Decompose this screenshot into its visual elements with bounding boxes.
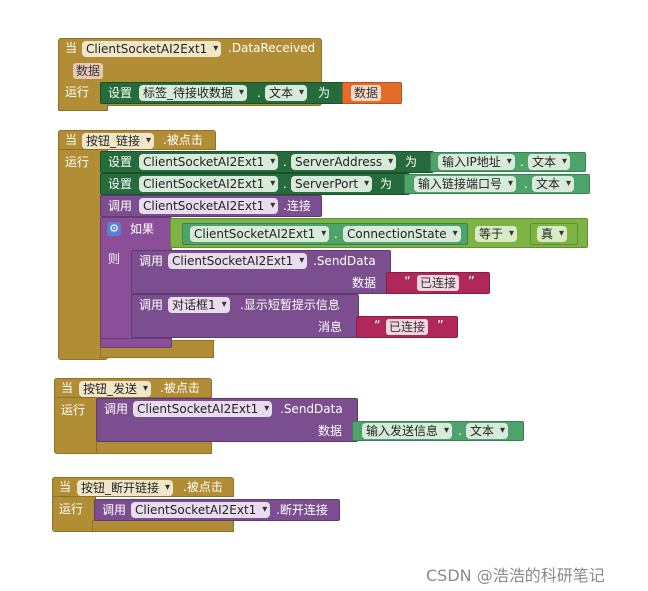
component-dropdown[interactable]: 对话框1 — [168, 297, 230, 313]
event-name: .被点击 — [163, 133, 203, 147]
when-label: 当 — [65, 41, 78, 55]
param-label: 数据 — [318, 424, 343, 438]
event-block-data-received-tail — [58, 99, 108, 111]
component-dropdown[interactable]: ClientSocketAI2Ext1 — [82, 41, 222, 57]
event-name: .DataReceived — [228, 41, 316, 55]
dot-label: . — [524, 177, 528, 191]
method-name: .断开连接 — [276, 503, 328, 517]
source-dropdown[interactable]: 输入链接端口号 — [414, 176, 517, 192]
method-name: .连接 — [283, 199, 311, 213]
text-value[interactable]: 已连接 — [386, 319, 429, 335]
when-label: 当 — [61, 381, 74, 395]
method-name: .SendData — [313, 254, 376, 268]
call-label: 调用 — [108, 199, 133, 213]
dot-label: . — [520, 155, 524, 169]
prop-dropdown[interactable]: 文本 — [265, 85, 308, 101]
prop-dropdown[interactable]: 文本 — [466, 423, 509, 439]
call-label: 调用 — [139, 298, 164, 312]
param-chip[interactable]: 数据 — [73, 63, 104, 79]
call-label: 调用 — [139, 254, 164, 268]
quote-open: “ — [374, 319, 381, 334]
quote-close: ” — [468, 275, 475, 290]
variable-chip[interactable]: 数据 — [351, 85, 382, 101]
component-dropdown[interactable]: ClientSocketAI2Ext1 — [168, 253, 308, 269]
event-footer — [92, 520, 234, 532]
then-label: 则 — [108, 252, 121, 266]
quote-close: ” — [437, 319, 444, 334]
param-label: 消息 — [318, 320, 343, 334]
dot-label: . — [458, 424, 462, 438]
prop-dropdown[interactable]: ServerAddress — [291, 154, 397, 170]
event-name: .被点击 — [183, 480, 223, 494]
prop-dropdown[interactable]: 文本 — [532, 176, 575, 192]
source-dropdown[interactable]: 输入IP地址 — [438, 154, 515, 170]
if-label: 如果 — [130, 222, 155, 236]
component-dropdown[interactable]: ClientSocketAI2Ext1 — [190, 226, 330, 242]
to-label: 为 — [380, 177, 393, 191]
operator-dropdown[interactable]: 等于 — [475, 226, 518, 242]
event-footer — [96, 440, 212, 454]
component-dropdown[interactable]: ClientSocketAI2Ext1 — [139, 176, 279, 192]
dot-label: . — [283, 155, 287, 169]
call-label: 调用 — [102, 503, 127, 517]
text-value[interactable]: 已连接 — [417, 275, 460, 291]
to-label: 为 — [405, 155, 418, 169]
when-label: 当 — [65, 133, 78, 147]
dot-label: . — [257, 86, 261, 100]
do-label: 运行 — [65, 85, 90, 99]
do-label: 运行 — [61, 403, 86, 417]
component-dropdown[interactable]: 按钮_发送 — [79, 381, 152, 397]
boolean-dropdown[interactable]: 真 — [537, 226, 568, 242]
method-name: .显示短暂提示信息 — [240, 298, 340, 312]
do-label: 运行 — [59, 502, 84, 516]
prop-dropdown[interactable]: ConnectionState — [343, 226, 461, 242]
prop-dropdown[interactable]: 文本 — [528, 154, 571, 170]
prop-dropdown[interactable]: ServerPort — [291, 176, 373, 192]
param-label: 数据 — [352, 276, 377, 290]
dot-label: . — [283, 177, 287, 191]
component-dropdown[interactable]: ClientSocketAI2Ext1 — [131, 502, 271, 518]
if-block-bottom — [100, 338, 172, 348]
method-name: .SendData — [280, 402, 343, 416]
component-dropdown[interactable]: 按钮_链接 — [82, 133, 155, 149]
source-dropdown[interactable]: 输入发送信息 — [362, 423, 453, 439]
watermark: CSDN @浩浩的科研笔记 — [426, 566, 605, 585]
set-label: 设置 — [108, 177, 133, 191]
set-label: 设置 — [108, 86, 133, 100]
gear-icon[interactable]: ⚙ — [107, 222, 121, 236]
target-dropdown[interactable]: 标签_待接收数据 — [139, 85, 248, 101]
do-label: 运行 — [65, 155, 90, 169]
event-name: .被点击 — [160, 381, 200, 395]
component-dropdown[interactable]: ClientSocketAI2Ext1 — [139, 154, 279, 170]
set-label: 设置 — [108, 155, 133, 169]
when-label: 当 — [59, 480, 72, 494]
component-dropdown[interactable]: ClientSocketAI2Ext1 — [139, 198, 279, 214]
to-label: 为 — [318, 86, 331, 100]
component-dropdown[interactable]: 按钮_断开链接 — [77, 480, 174, 496]
component-dropdown[interactable]: ClientSocketAI2Ext1 — [133, 401, 273, 417]
quote-open: “ — [404, 275, 411, 290]
call-label: 调用 — [104, 402, 129, 416]
dot-label: . — [334, 227, 338, 241]
